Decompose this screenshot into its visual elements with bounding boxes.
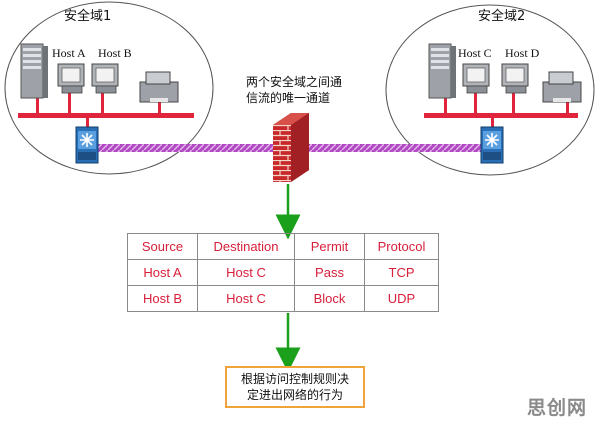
workstation-a-icon [57, 63, 85, 94]
header-permit: Permit [294, 233, 365, 260]
cell-permit: Block [294, 285, 365, 312]
server-tower-icon [20, 43, 48, 99]
firewall-caption-line1: 两个安全域之间通 [246, 74, 342, 89]
router-right-icon [480, 126, 504, 164]
cell-source: Host B [127, 285, 198, 312]
workstation-d-icon [501, 63, 529, 94]
header-protocol: Protocol [364, 233, 439, 260]
table-row: Host A Host C Pass TCP [127, 259, 439, 286]
decision-note-box: 根据访问控制规则决 定进出网络的行为 [225, 366, 365, 408]
decision-note-line1: 根据访问控制规则决 [240, 372, 349, 386]
firewall-caption-line2: 信流的唯一通道 [246, 90, 330, 105]
host-b-label: Host B [98, 46, 132, 60]
cell-destination: Host C [197, 259, 295, 286]
cell-destination: Host C [197, 285, 295, 312]
table-header-row: Source Destination Permit Protocol [127, 233, 439, 260]
lan-right: Host C Host D [424, 43, 582, 164]
cell-source: Host A [127, 259, 198, 286]
printer-icon [542, 71, 582, 103]
printer-icon [139, 71, 179, 103]
host-a-label: Host A [52, 46, 86, 60]
router-left-icon [75, 126, 99, 164]
lan-bus-left [18, 113, 194, 118]
zone-2-title: 安全域2 [478, 8, 525, 24]
security-zone-1 [4, 1, 214, 175]
security-zone-2 [385, 4, 595, 176]
workstation-b-icon [91, 63, 119, 94]
host-c-label: Host C [458, 46, 492, 60]
lan-left: Host A Host B [18, 43, 194, 164]
cell-protocol: UDP [364, 285, 439, 312]
server-tower-icon [428, 43, 456, 99]
header-destination: Destination [197, 233, 295, 260]
host-d-label: Host D [505, 46, 540, 60]
zone-1-title: 安全域1 [64, 8, 111, 24]
workstation-c-icon [462, 63, 490, 94]
access-rules-table: Source Destination Permit Protocol Host … [127, 233, 439, 312]
cell-permit: Pass [294, 259, 365, 286]
header-source: Source [127, 233, 198, 260]
cell-protocol: TCP [364, 259, 439, 286]
decision-note-line2: 定进出网络的行为 [246, 388, 343, 402]
watermark-logo: 思创网 [527, 397, 588, 419]
firewall-icon [273, 113, 309, 182]
table-row: Host B Host C Block UDP [127, 285, 439, 312]
lan-bus-right [424, 113, 578, 118]
